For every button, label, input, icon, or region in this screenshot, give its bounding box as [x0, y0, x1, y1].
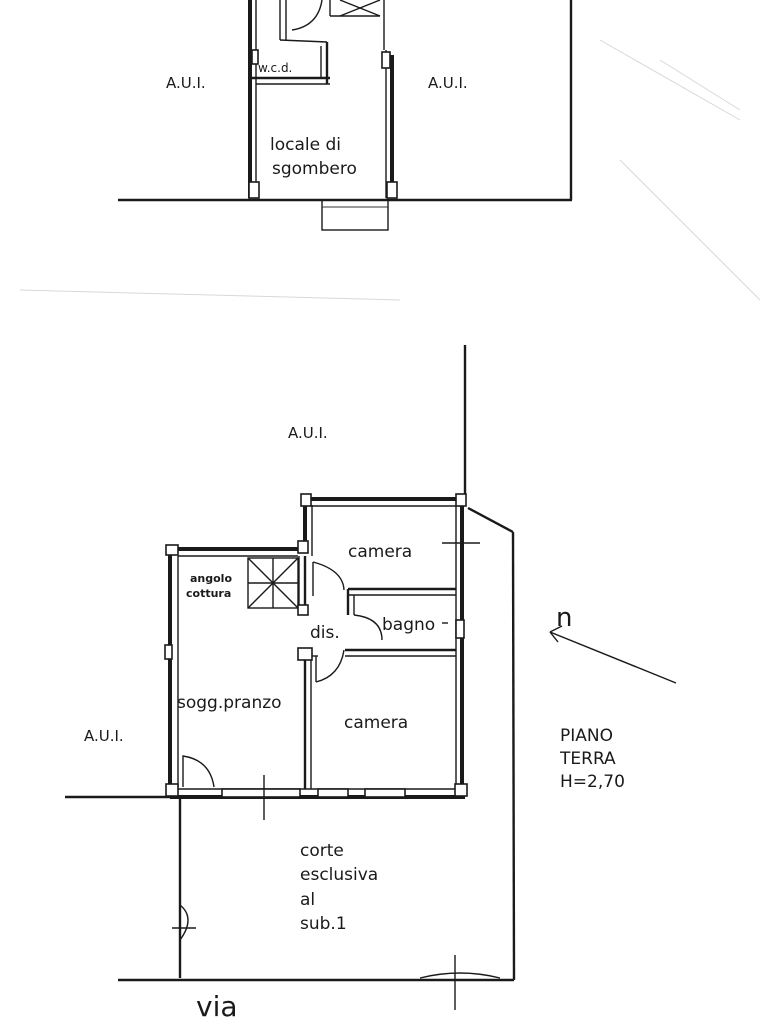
property-boundary-diagonal	[467, 506, 514, 534]
angolo-label-line2: cottura	[186, 587, 231, 600]
courtyard-line3: al	[300, 890, 315, 910]
scan-background	[19, 39, 761, 301]
dis-label: dis.	[310, 623, 340, 643]
ground-aui-top: A.U.I.	[288, 424, 328, 442]
ground-floor-plan	[65, 345, 516, 1010]
courtyard-line1: corte	[300, 841, 344, 861]
floor-info-line1: PIANO	[560, 726, 613, 746]
upper-aui-left: A.U.I.	[166, 74, 206, 92]
camera-top-label: camera	[348, 542, 412, 562]
property-boundary-right	[511, 531, 516, 981]
floor-info-line2: TERRA	[559, 749, 616, 769]
locale-label-line2: sgombero	[272, 159, 357, 179]
upper-aui-right: A.U.I.	[428, 74, 468, 92]
camera-bottom-label: camera	[344, 713, 408, 733]
locale-label-line1: locale di	[270, 135, 341, 155]
soggiorno-label: sogg.pranzo	[177, 693, 282, 713]
courtyard-line4: sub.1	[300, 914, 347, 934]
street-label: via	[196, 990, 238, 1023]
north-arrow-icon	[549, 625, 677, 684]
angolo-label-line1: angolo	[190, 572, 232, 585]
ground-aui-left: A.U.I.	[84, 727, 124, 745]
wc-label: w.c.d.	[258, 61, 292, 75]
upper-floor-plan	[118, 0, 573, 231]
north-label: n	[556, 603, 572, 633]
courtyard-line2: esclusiva	[300, 865, 378, 885]
bagno-label: bagno	[382, 615, 435, 635]
floor-info-line3: H=2,70	[560, 772, 625, 792]
